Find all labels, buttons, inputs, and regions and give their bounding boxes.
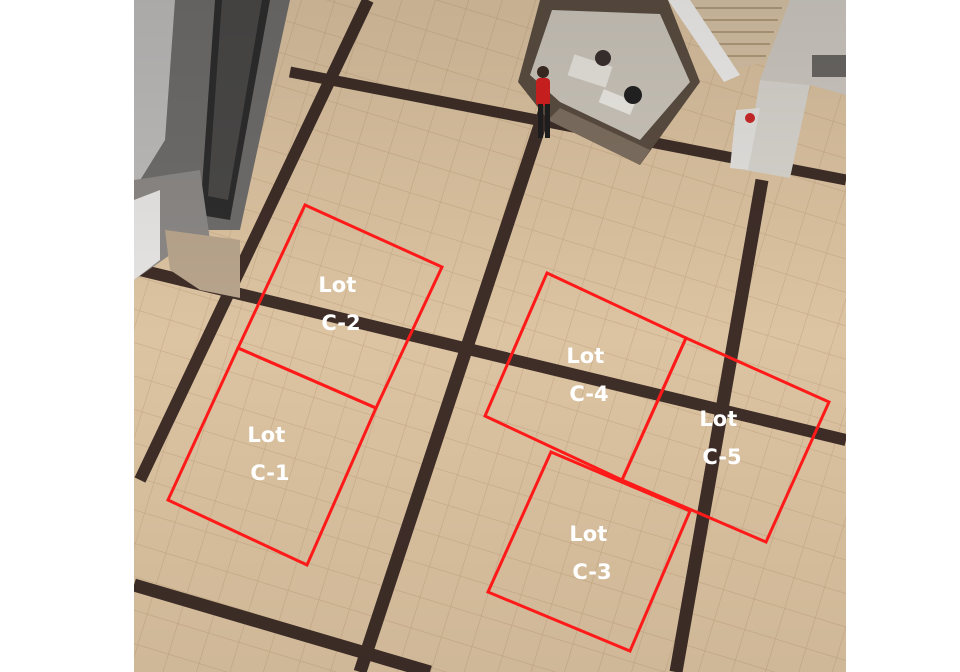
lot-labels: Lot C-2 Lot C-1 Lot C-4 Lot C-5 Lot C-3 [247, 273, 744, 584]
lot-c4-line1: Lot [566, 344, 604, 368]
lot-c5-outline [620, 336, 831, 544]
lot-c3-line1: Lot [569, 522, 607, 546]
lot-c4-label: Lot C-4 [566, 344, 611, 406]
lot-outlines [166, 203, 831, 653]
lot-c1-line2: C-1 [250, 461, 289, 485]
lot-c3-label: Lot C-3 [569, 522, 614, 584]
lot-c2-line2: C-2 [321, 311, 360, 335]
lot-c1-outline [166, 346, 378, 568]
lot-c3-outline [485, 450, 692, 653]
lot-c5-line1: Lot [699, 407, 737, 431]
lot-c5-line2: C-5 [702, 445, 741, 469]
lot-c2-line1: Lot [318, 273, 356, 297]
lot-c1-label: Lot C-1 [247, 423, 292, 485]
lot-c4-line2: C-4 [569, 382, 608, 406]
lot-c3-line2: C-3 [572, 560, 611, 584]
lot-c1-line1: Lot [247, 423, 285, 447]
photo [134, 0, 846, 672]
lot-c2-label: Lot C-2 [318, 273, 363, 335]
lot-c5-label: Lot C-5 [699, 407, 744, 469]
